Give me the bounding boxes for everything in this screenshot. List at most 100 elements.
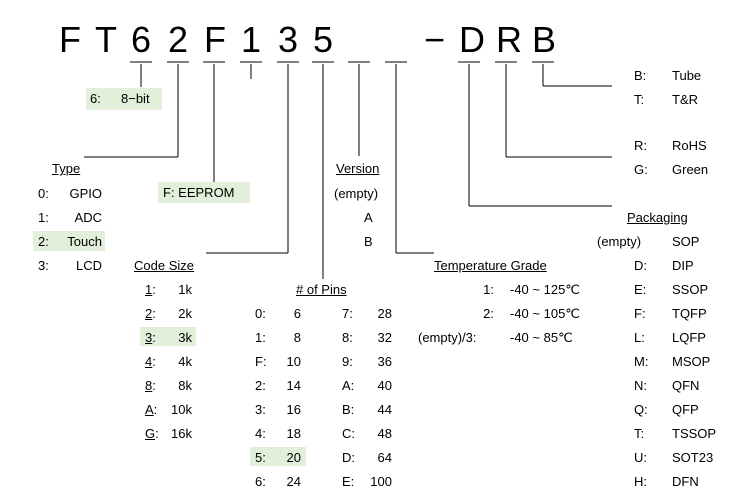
part-char-9: _: [386, 20, 406, 60]
temperature-range: -40 ~ 85℃: [510, 330, 573, 345]
bits-label: 8−bit: [121, 91, 150, 106]
version-item: B: [364, 234, 373, 249]
code-size-title: Code Size: [134, 258, 194, 273]
pins-value: 36: [377, 354, 392, 369]
part-char-4: F: [204, 19, 226, 60]
code-size-item: 2:: [145, 306, 156, 321]
temperature-code: 2:: [483, 306, 494, 321]
packaging-label: DIP: [672, 258, 694, 273]
delivery-code: T:: [634, 92, 645, 107]
packaging-label: LQFP: [672, 330, 706, 345]
packaging-label: SOP: [672, 234, 700, 249]
packaging-code: E:: [634, 282, 647, 297]
pins-value: 32: [377, 330, 392, 345]
packaging-label: DFN: [672, 474, 699, 489]
part-char-1: T: [95, 19, 117, 60]
delivery-label: T&R: [672, 92, 698, 107]
packaging-label: QFN: [672, 378, 700, 393]
temperature-code: 1:: [483, 282, 494, 297]
code-size-label: 1k: [178, 282, 192, 297]
packaging-code: D:: [634, 258, 647, 273]
delivery-label: Tube: [672, 68, 702, 83]
pins-code: 1:: [255, 330, 266, 345]
part-char-11: D: [459, 19, 485, 60]
temperature-title: Temperature Grade: [434, 258, 547, 273]
part-char-6: 3: [278, 19, 299, 60]
part-char-7: 5: [313, 19, 334, 60]
code-size-label: 10k: [171, 402, 192, 417]
packaging-label: MSOP: [672, 354, 711, 369]
packaging-label: SOT23: [672, 450, 714, 465]
code-size-item: A:: [145, 402, 158, 417]
packaging-code: T:: [634, 426, 645, 441]
code-size-label: 8k: [178, 378, 192, 393]
type-highlight: [33, 231, 105, 251]
packaging-code: U:: [634, 450, 647, 465]
version-item: A: [364, 210, 373, 225]
temperature-range: -40 ~ 125℃: [510, 282, 580, 297]
pins-code: A:: [342, 378, 355, 393]
packaging-label: QFP: [672, 402, 699, 417]
pins-code: 7:: [342, 306, 353, 321]
pins-code: 8:: [342, 330, 353, 345]
pins-value: 6: [293, 306, 301, 321]
pins-code: B:: [342, 402, 355, 417]
pins-value: 8: [293, 330, 301, 345]
memory-box: F: EEPROM: [158, 182, 250, 203]
type-code: 2:: [38, 234, 49, 249]
bits-code: 6:: [90, 91, 101, 106]
version-title: Version: [336, 161, 380, 176]
code-size-label: 16k: [171, 426, 192, 441]
pins-value: 14: [286, 378, 301, 393]
packaging-label: SSOP: [672, 282, 709, 297]
pins-code: 3:: [255, 402, 266, 417]
pins-code: 9:: [342, 354, 353, 369]
type-title: Type: [52, 161, 81, 176]
pins-value: 28: [377, 306, 392, 321]
memory-label: F: EEPROM: [163, 185, 235, 200]
type-label: GPIO: [69, 186, 102, 201]
pins-code: 0:: [255, 306, 266, 321]
code-size-item: 4:: [145, 354, 156, 369]
type-label: LCD: [75, 258, 102, 273]
pins-code: 5:: [255, 450, 266, 465]
code-size-item: 3:: [145, 330, 156, 345]
part-char-3: 2: [168, 19, 189, 60]
pins-value: 64: [377, 450, 392, 465]
type-code: 0:: [38, 186, 49, 201]
code-size-item: G:: [145, 426, 159, 441]
delivery-code: B:: [634, 68, 647, 83]
pins-title: # of Pins: [296, 282, 347, 297]
temperature-range: -40 ~ 105℃: [510, 306, 580, 321]
pins-value: 20: [286, 450, 301, 465]
pins-code: 2:: [255, 378, 266, 393]
bits-box: 6: 8−bit: [86, 88, 162, 110]
packaging-code: F:: [634, 306, 646, 321]
pins-code: E:: [342, 474, 355, 489]
code-size-item: 8:: [145, 378, 156, 393]
type-label: Touch: [67, 234, 102, 249]
part-char-5: 1: [241, 19, 262, 60]
pins-value: 18: [286, 426, 301, 441]
packaging-label: TQFP: [672, 306, 707, 321]
type-code: 1:: [38, 210, 49, 225]
compliance-code: G:: [634, 162, 648, 177]
pins-value: 16: [286, 402, 301, 417]
type-code: 3:: [38, 258, 49, 273]
compliance-label: Green: [672, 162, 709, 177]
part-char-10: −: [424, 19, 446, 60]
version-item: (empty): [334, 186, 379, 201]
compliance-code: R:: [634, 138, 647, 153]
packaging-code: M:: [634, 354, 649, 369]
pins-value: 48: [377, 426, 392, 441]
packaging-code: N:: [634, 378, 647, 393]
packaging-code: H:: [634, 474, 647, 489]
code-size-label: 4k: [178, 354, 192, 369]
packaging-title: Packaging: [627, 210, 688, 225]
code-size-item: 1:: [145, 282, 156, 297]
compliance-label: RoHS: [672, 138, 707, 153]
pins-value: 10: [286, 354, 301, 369]
pins-highlight: [250, 447, 306, 466]
pins-code: 4:: [255, 426, 266, 441]
pins-code: 6:: [255, 474, 266, 489]
